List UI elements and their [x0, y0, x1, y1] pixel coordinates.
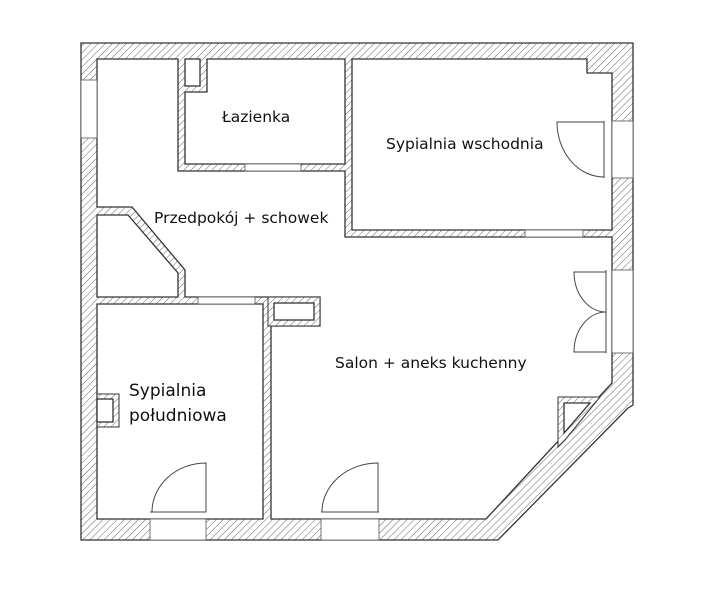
door-swing-living-top [573, 271, 607, 313]
south-bedroom-window [149, 518, 207, 541]
east-bedroom-balcony-door[interactable] [611, 120, 634, 179]
door-swing-east-bedroom [556, 121, 605, 178]
window-west [80, 79, 98, 139]
living-window [320, 518, 380, 541]
label-south-bedroom-2: południowa [129, 406, 227, 426]
hall-shaft [273, 302, 315, 321]
east-bedroom [351, 58, 613, 231]
bathroom-shaft [184, 58, 201, 87]
door-swing-living-bottom [573, 311, 607, 353]
bathroom [184, 58, 346, 165]
label-south-bedroom-1: Sypialnia [129, 381, 206, 401]
door-swing-south-bedroom [151, 462, 207, 513]
corner-closet [563, 402, 592, 435]
east-bedroom-doorway[interactable] [524, 229, 584, 238]
bathroom-doorway[interactable] [244, 163, 302, 172]
label-east-bedroom: Sypialnia wschodnia [386, 135, 544, 153]
label-hall: Przedpokój + schowek [154, 209, 328, 227]
door-swing-living [321, 462, 379, 513]
closet-doorway[interactable] [197, 296, 256, 305]
closet [96, 214, 179, 298]
living-balcony-door[interactable] [611, 269, 634, 354]
label-living: Salon + aneks kuchenny [335, 354, 527, 372]
label-bathroom: Łazienka [221, 108, 290, 126]
south-bedroom-shaft-inner [96, 398, 114, 423]
